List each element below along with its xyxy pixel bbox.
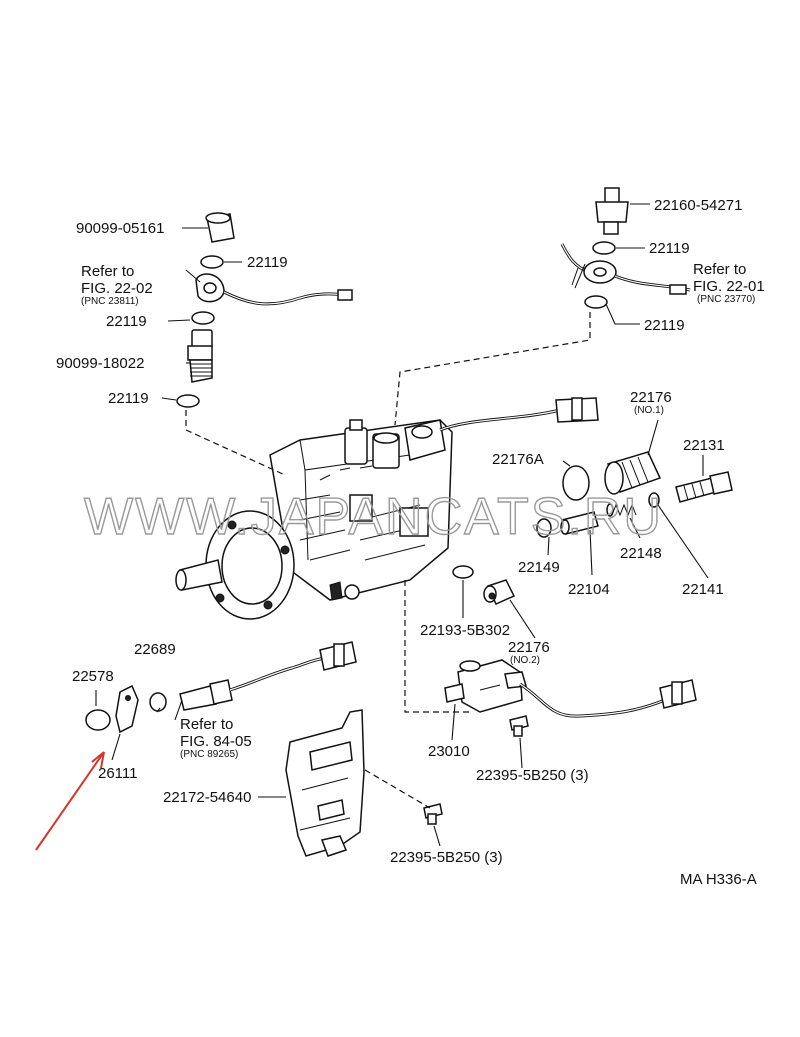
label-22148: 22148 bbox=[620, 545, 662, 562]
label-22119-d: 22119 bbox=[649, 240, 690, 257]
label-refer-mid-3: (PNC 89265) bbox=[180, 749, 238, 760]
gasket-22119-a bbox=[200, 255, 224, 269]
label-22176-no2-sub: (NO.2) bbox=[510, 655, 540, 666]
label-90099-18022: 90099-18022 bbox=[56, 355, 144, 372]
label-refer-left-3: (PNC 23811) bbox=[81, 296, 139, 307]
spring-22148 bbox=[606, 503, 637, 517]
figure-code: MA H336-A bbox=[680, 871, 757, 888]
seal-22689 bbox=[149, 692, 167, 712]
bolt-90099-18022 bbox=[187, 329, 213, 383]
gasket-22119-d bbox=[592, 241, 616, 255]
label-22395-5B250-a: 22395-5B250 (3) bbox=[476, 767, 589, 784]
injection-pump-body bbox=[175, 397, 599, 620]
label-refer-mid-1: Refer to bbox=[180, 716, 233, 733]
gasket-22119-e bbox=[584, 295, 608, 309]
label-90099-05161: 90099-05161 bbox=[76, 220, 164, 237]
solenoid-22176-no1 bbox=[604, 451, 662, 495]
valve-22176-no2 bbox=[483, 579, 516, 605]
label-22172-54640: 22172-54640 bbox=[163, 789, 251, 806]
plug-22578 bbox=[85, 709, 111, 731]
union-bolt-22160-54271 bbox=[595, 187, 629, 235]
watermark: WWW.JAPANCATS.RU bbox=[84, 488, 663, 546]
lever-26111 bbox=[115, 684, 139, 734]
label-22176A: 22176A bbox=[492, 451, 544, 468]
label-22689: 22689 bbox=[134, 641, 176, 658]
screw-22395-a bbox=[509, 715, 529, 737]
banjo-pipe-right bbox=[560, 243, 691, 295]
label-22395-5B250-b: 22395-5B250 (3) bbox=[390, 849, 503, 866]
cap-nut-90099-05161 bbox=[205, 212, 235, 243]
label-22193-5B302: 22193-5B302 bbox=[420, 622, 510, 639]
label-22119-e: 22119 bbox=[644, 317, 685, 334]
label-22578: 22578 bbox=[72, 668, 114, 685]
label-22131: 22131 bbox=[683, 437, 725, 454]
label-refer-right-2: FIG. 22-01 bbox=[693, 278, 765, 295]
bracket-22172-54640 bbox=[285, 709, 365, 857]
label-refer-left-2: FIG. 22-02 bbox=[81, 280, 153, 297]
annotation-arrow bbox=[35, 751, 105, 851]
timer-control-valve-23010 bbox=[444, 659, 697, 718]
gasket-22141 bbox=[648, 492, 660, 508]
label-22176-no1-sub: (NO.1) bbox=[634, 405, 664, 416]
screw-22395-b bbox=[423, 803, 443, 825]
gasket-22119-c bbox=[176, 394, 200, 408]
label-22141: 22141 bbox=[682, 581, 724, 598]
label-refer-left-1: Refer to bbox=[81, 263, 134, 280]
seal-22149 bbox=[536, 518, 552, 538]
o-ring-22176A bbox=[562, 465, 590, 501]
label-22119-b: 22119 bbox=[106, 313, 147, 330]
banjo-pipe-left bbox=[185, 269, 353, 306]
valve-22131 bbox=[675, 471, 733, 503]
label-22176-no1: 22176 bbox=[630, 389, 672, 406]
sensor-assembly bbox=[179, 641, 357, 711]
o-ring-22193 bbox=[452, 565, 474, 579]
label-23010: 23010 bbox=[428, 743, 470, 760]
label-refer-right-1: Refer to bbox=[693, 261, 746, 278]
label-22119-a: 22119 bbox=[247, 254, 288, 271]
label-22160-54271: 22160-54271 bbox=[654, 197, 742, 214]
label-22149: 22149 bbox=[518, 559, 560, 576]
label-refer-mid-2: FIG. 84-05 bbox=[180, 733, 252, 750]
label-22104: 22104 bbox=[568, 581, 610, 598]
label-26111: 26111 bbox=[98, 765, 138, 782]
armature-22104 bbox=[560, 511, 599, 535]
label-22119-c: 22119 bbox=[108, 390, 149, 407]
label-22176-no2: 22176 bbox=[508, 639, 550, 656]
gasket-22119-b bbox=[191, 311, 215, 325]
label-refer-right-3: (PNC 23770) bbox=[697, 294, 755, 305]
